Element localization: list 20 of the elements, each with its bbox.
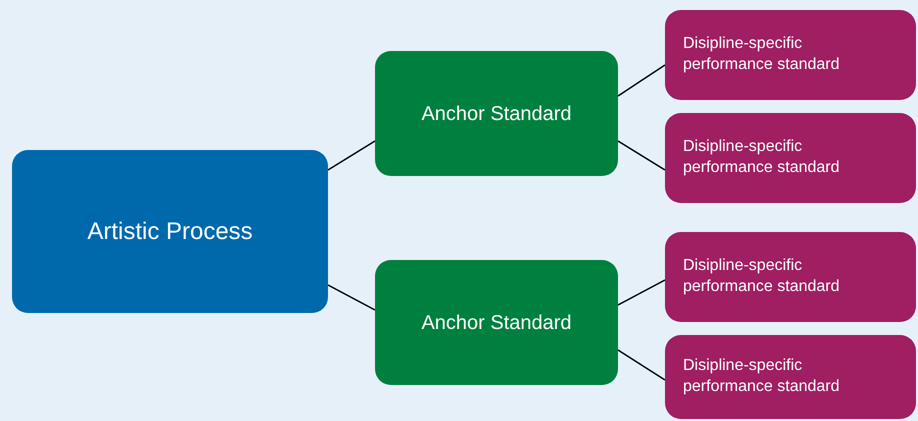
- connector-line: [328, 140, 376, 171]
- node-label: Disipline-specific performance standard: [683, 256, 841, 297]
- node-label: Artistic Process: [87, 216, 253, 247]
- standard-box: [665, 232, 916, 322]
- node-label: Disipline-specific performance standard: [683, 356, 841, 397]
- node-label: Disipline-specific performance standard: [683, 34, 841, 75]
- connector-line: [618, 64, 666, 97]
- connector-line: [618, 349, 666, 381]
- connector-line: [328, 284, 376, 311]
- node-label: Anchor Standard: [421, 102, 572, 126]
- process-box: [12, 150, 328, 313]
- node-label: Anchor Standard: [421, 310, 572, 336]
- standard-box: [665, 113, 916, 203]
- connector-line: [618, 140, 666, 171]
- anchor-box: [375, 260, 618, 385]
- node-label: Disipline-specific performance standard: [683, 137, 841, 178]
- standard-box: [665, 335, 916, 419]
- anchor-box: [375, 51, 618, 176]
- connector-line: [618, 279, 666, 306]
- standard-box: [665, 10, 916, 100]
